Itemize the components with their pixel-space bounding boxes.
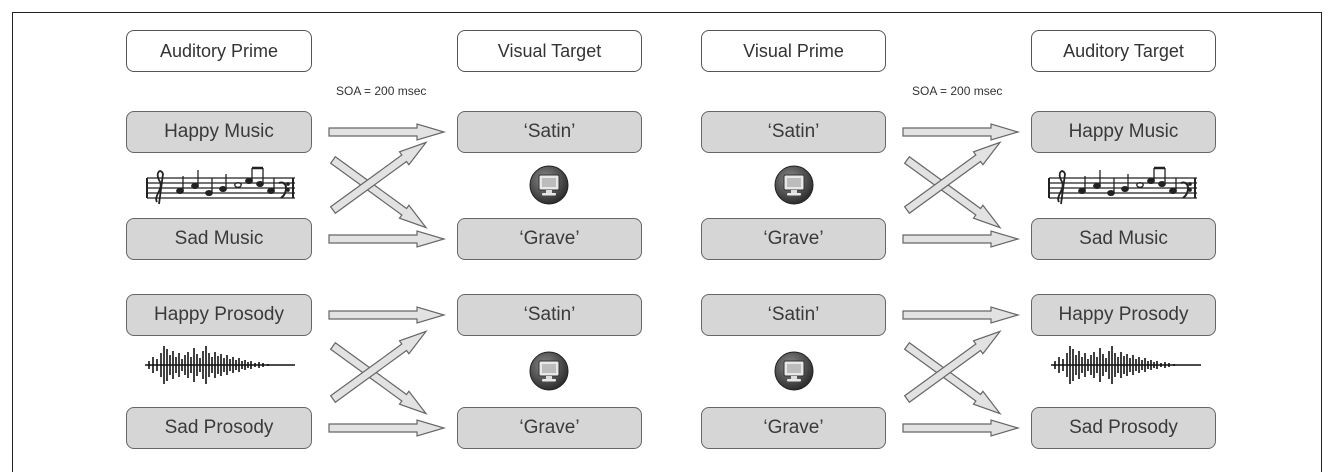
computer-monitor-icon [529, 165, 569, 205]
left-prosody-target-top: ‘Satin’ [457, 294, 642, 336]
left-music-target-bottom: ‘Grave’ [457, 218, 642, 260]
arrow-left-prosody-bottom [328, 419, 445, 437]
arrow-left-prosody-cross-up [327, 324, 432, 407]
left-prosody-prime-bottom: Sad Prosody [126, 407, 312, 449]
left-music-prime-bottom: Sad Music [126, 218, 312, 260]
soa-label-right: SOA = 200 msec [912, 84, 1003, 98]
auditory-target-header: Auditory Target [1031, 30, 1216, 72]
arrow-right-music-top [902, 123, 1019, 141]
arrow-left-music-top [328, 123, 445, 141]
computer-monitor-icon [774, 351, 814, 391]
auditory-prime-header: Auditory Prime [126, 30, 312, 72]
computer-monitor-icon [529, 351, 569, 391]
arrow-right-prosody-cross-down [901, 338, 1006, 421]
arrow-left-music-cross-down [327, 152, 432, 235]
visual-prime-header: Visual Prime [701, 30, 886, 72]
arrow-right-prosody-top [902, 306, 1019, 324]
left-music-prime-top: Happy Music [126, 111, 312, 153]
arrow-left-music-bottom [328, 230, 445, 248]
right-music-target-bottom: Sad Music [1031, 218, 1216, 260]
right-music-prime-top: ‘Satin’ [701, 111, 886, 153]
arrow-left-music-cross-up [327, 135, 432, 218]
right-prosody-target-bottom: Sad Prosody [1031, 407, 1216, 449]
left-prosody-target-bottom: ‘Grave’ [457, 407, 642, 449]
computer-monitor-icon [774, 165, 814, 205]
figure-frame [12, 12, 1322, 472]
left-music-target-top: ‘Satin’ [457, 111, 642, 153]
arrow-right-music-cross-up [901, 135, 1006, 218]
arrow-right-music-cross-down [901, 152, 1006, 235]
music-staff-icon [146, 166, 295, 205]
sound-waveform-icon [1051, 346, 1201, 384]
sound-waveform-icon [145, 346, 295, 384]
arrow-right-prosody-cross-up [901, 324, 1006, 407]
right-music-target-top: Happy Music [1031, 111, 1216, 153]
right-prosody-target-top: Happy Prosody [1031, 294, 1216, 336]
right-prosody-prime-top: ‘Satin’ [701, 294, 886, 336]
left-prosody-prime-top: Happy Prosody [126, 294, 312, 336]
right-music-prime-bottom: ‘Grave’ [701, 218, 886, 260]
visual-target-header: Visual Target [457, 30, 642, 72]
arrow-right-music-bottom [902, 230, 1019, 248]
soa-label-left: SOA = 200 msec [336, 84, 427, 98]
arrow-left-prosody-top [328, 306, 445, 324]
right-prosody-prime-bottom: ‘Grave’ [701, 407, 886, 449]
music-staff-icon [1048, 166, 1197, 205]
arrow-left-prosody-cross-down [327, 338, 432, 421]
arrow-right-prosody-bottom [902, 419, 1019, 437]
